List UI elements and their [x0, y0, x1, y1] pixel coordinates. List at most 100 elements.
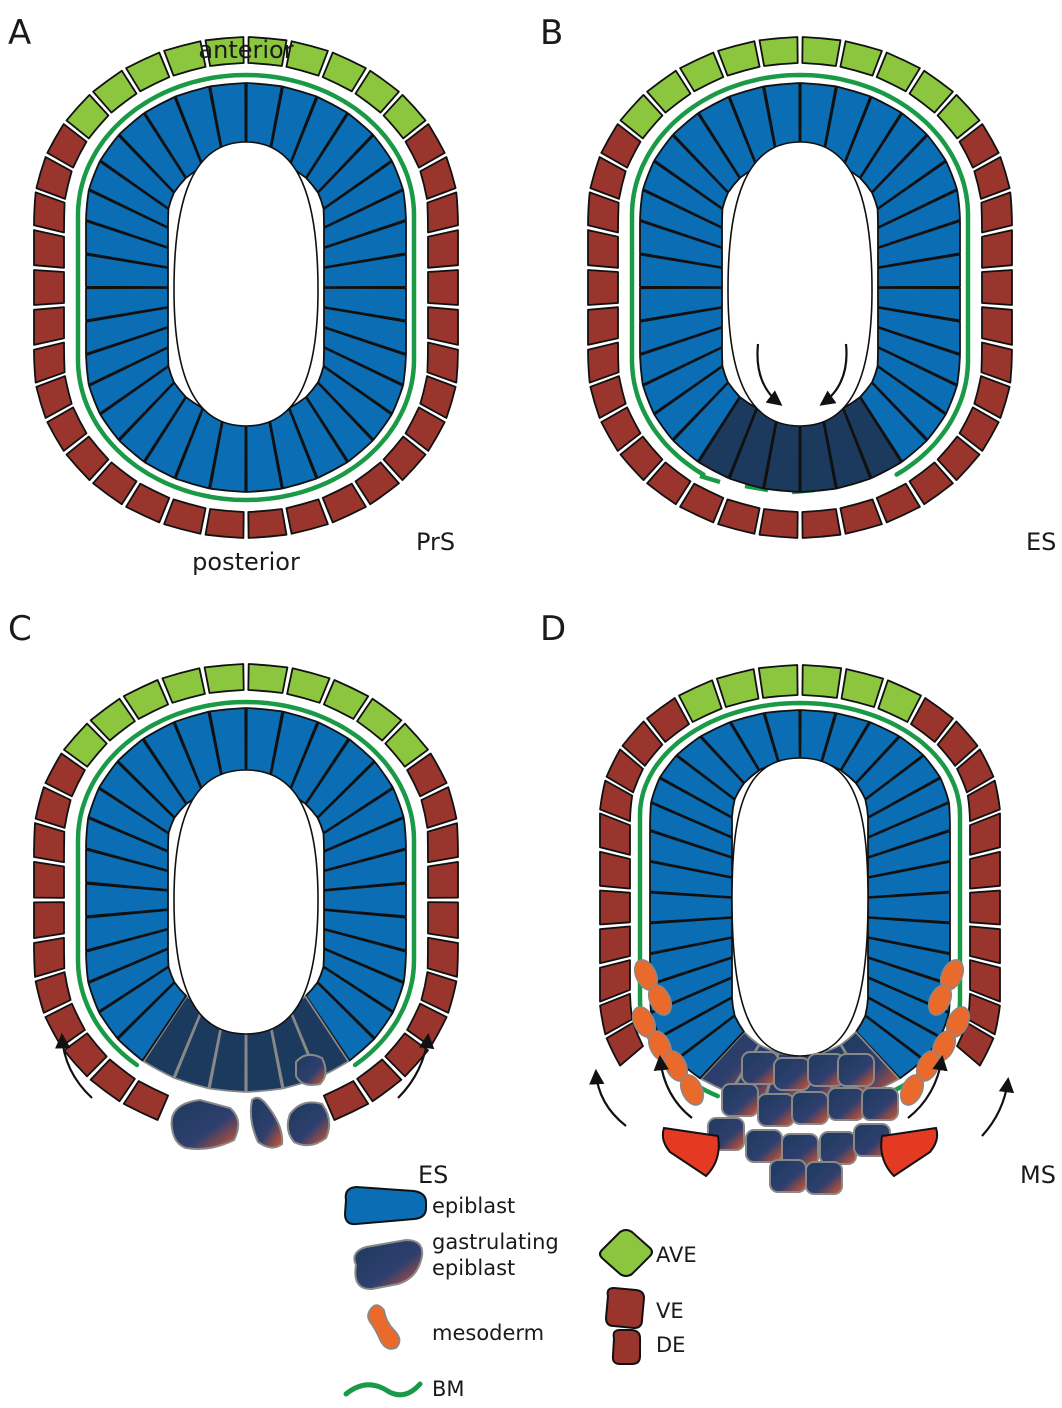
gastrulating-epiblast-cell [820, 1132, 856, 1164]
visceral-endoderm-cell [760, 509, 798, 538]
gastrulating-epiblast-cell [746, 1130, 782, 1162]
ve-ave-cell [680, 53, 723, 92]
visceral-endoderm-cell [34, 192, 65, 232]
ve-ave-cell [124, 680, 168, 719]
visceral-endoderm-cell [877, 484, 920, 523]
legend-bm-swatch [346, 1384, 420, 1395]
ve-ave-cell [248, 664, 287, 693]
legend-gastrulating-label-1: gastrulating [432, 1230, 559, 1254]
visceral-endoderm-cell [34, 938, 64, 977]
proamniotic-cavity [732, 758, 868, 1056]
visceral-endoderm-cell [206, 509, 244, 538]
visceral-endoderm-cell [840, 499, 882, 533]
legend-epiblast-swatch [345, 1187, 426, 1224]
gastrulating-epiblast-cell [792, 1092, 828, 1124]
visceral-endoderm-cell [34, 343, 65, 383]
visceral-endoderm-cell [428, 862, 458, 898]
visceral-endoderm-cell [124, 1081, 168, 1120]
ve-ave-cell [287, 668, 330, 703]
gastrulating-epiblast-cell [288, 1102, 329, 1145]
definitive-endoderm-cell [970, 926, 1000, 963]
legend-mesoderm-label: mesoderm [432, 1321, 544, 1345]
ve-ave-cell [718, 41, 760, 75]
visceral-endoderm-cell [982, 230, 1012, 268]
definitive-endoderm-cell [663, 1128, 719, 1176]
legend-ve-swatch [606, 1288, 644, 1328]
visceral-endoderm-cell [428, 902, 458, 938]
visceral-endoderm-cell [323, 484, 366, 523]
stage-label-a: PrS [416, 528, 455, 556]
visceral-endoderm-cell [428, 230, 458, 268]
proamniotic-cavity [728, 142, 872, 426]
ve-ave-cell [802, 665, 841, 698]
visceral-endoderm-cell [981, 192, 1012, 232]
proamniotic-cavity [174, 770, 318, 1034]
ve-ave-cell [126, 53, 169, 92]
legend-gastrulating-label-2: epiblast [432, 1256, 515, 1280]
visceral-endoderm-cell [588, 230, 618, 268]
definitive-endoderm-cell [970, 891, 1000, 925]
panel-letter-c: C [8, 609, 32, 649]
visceral-endoderm-cell [718, 499, 760, 533]
legend-bm-label: BM [432, 1377, 465, 1401]
visceral-endoderm-cell [34, 270, 64, 305]
visceral-endoderm-cell [428, 938, 458, 977]
visceral-endoderm-cell [428, 270, 458, 305]
visceral-endoderm-cell [34, 230, 64, 268]
ve-ave-cell [877, 53, 920, 92]
definitive-endoderm-cell [600, 926, 630, 963]
de-displacement-arrow-left [596, 1072, 626, 1126]
gastrulating-epiblast-cell [806, 1162, 842, 1194]
ve-ave-cell [802, 37, 840, 66]
gastrulating-epiblast-cell [758, 1094, 794, 1126]
legend-mesoderm-swatch [368, 1305, 400, 1349]
visceral-endoderm-cell [428, 823, 458, 862]
gastrulating-epiblast-cell [770, 1160, 806, 1192]
panel-d [596, 665, 1008, 1194]
visceral-endoderm-cell [981, 343, 1012, 383]
visceral-endoderm-cell [34, 307, 64, 345]
visceral-endoderm-cell [164, 499, 206, 533]
visceral-endoderm-cell [588, 192, 619, 232]
gastrulating-epiblast-cell [742, 1052, 778, 1084]
visceral-endoderm-cell [982, 270, 1012, 305]
legend-de-swatch [613, 1330, 640, 1364]
gastrulating-epiblast-cell [774, 1058, 810, 1090]
visceral-endoderm-cell [126, 484, 169, 523]
panel-letter-b: B [540, 13, 563, 53]
visceral-endoderm-cell [248, 509, 286, 538]
visceral-endoderm-cell [588, 307, 618, 345]
legend-gastrulating-swatch [354, 1240, 422, 1289]
legend-ave-swatch [600, 1230, 652, 1276]
stage-label-b: ES [1026, 528, 1056, 556]
ve-ave-cell [840, 41, 882, 75]
visceral-endoderm-cell [34, 823, 64, 862]
ve-ave-cell [842, 669, 884, 707]
legend: epiblast gastrulating epiblast mesoderm … [345, 1187, 697, 1401]
gastrulating-epiblast-cell [251, 1098, 282, 1148]
visceral-endoderm-cell [34, 902, 64, 938]
panel-b [588, 37, 1012, 538]
definitive-endoderm-cell [881, 1128, 937, 1176]
gastrulating-epiblast-cell [296, 1055, 326, 1085]
legend-ave-label: AVE [656, 1243, 697, 1267]
visceral-endoderm-cell [680, 484, 723, 523]
gastrulating-epiblast-cell [722, 1084, 758, 1116]
visceral-endoderm-cell [286, 499, 328, 533]
visceral-endoderm-cell [427, 343, 458, 383]
visceral-endoderm-cell [982, 307, 1012, 345]
visceral-endoderm-cell [34, 862, 64, 898]
ve-ave-cell [324, 680, 368, 719]
ve-ave-cell [759, 665, 798, 698]
panel-a [34, 37, 458, 538]
panel-letter-d: D [540, 609, 566, 649]
definitive-endoderm-cell [970, 852, 1000, 889]
legend-de-label: DE [656, 1333, 685, 1357]
legend-epiblast-label: epiblast [432, 1194, 515, 1218]
definitive-endoderm-cell [600, 852, 630, 889]
ve-ave-cell [205, 664, 244, 693]
visceral-endoderm-cell [802, 509, 840, 538]
gastrulating-epiblast-cell [838, 1054, 874, 1086]
stage-label-d: MS [1020, 1161, 1056, 1189]
